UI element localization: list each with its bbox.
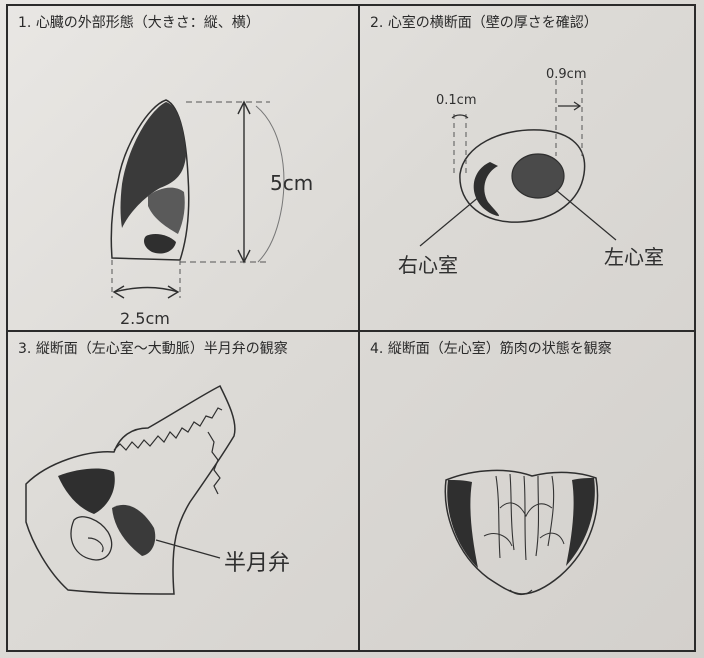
aortic-section-drawing: 半月弁 xyxy=(8,332,358,648)
heart-exterior-drawing: 5cm 2.5cm xyxy=(8,6,358,330)
panel-external-form: 1. 心臓の外部形態（大きさ：縦、横） xyxy=(8,6,360,332)
ventricle-cross-section-drawing: 0.1cm 0.9cm 右心室 左心室 xyxy=(360,6,692,330)
panel-ventricle-cross-section: 2. 心室の横断面（壁の厚さを確認） 0.1cm 0. xyxy=(360,6,694,332)
left-ventricle-label: 左心室 xyxy=(604,245,664,269)
panel-grid: 1. 心臓の外部形態（大きさ：縦、横） xyxy=(6,4,696,652)
valve-label: 半月弁 xyxy=(224,551,290,576)
thick-wall-label: 0.9cm xyxy=(546,67,587,82)
panel-left-ventricle-muscle: 4. 縦断面（左心室）筋肉の状態を観察 xyxy=(360,332,694,650)
panel-aortic-section: 3. 縦断面（左心室〜大動脈）半月弁の観察 半月弁 xyxy=(8,332,360,650)
height-label: 5cm xyxy=(270,171,313,195)
right-ventricle-label: 右心室 xyxy=(398,253,458,277)
muscle-section-drawing xyxy=(360,332,692,648)
thin-wall-label: 0.1cm xyxy=(436,93,477,108)
width-label: 2.5cm xyxy=(120,309,170,328)
